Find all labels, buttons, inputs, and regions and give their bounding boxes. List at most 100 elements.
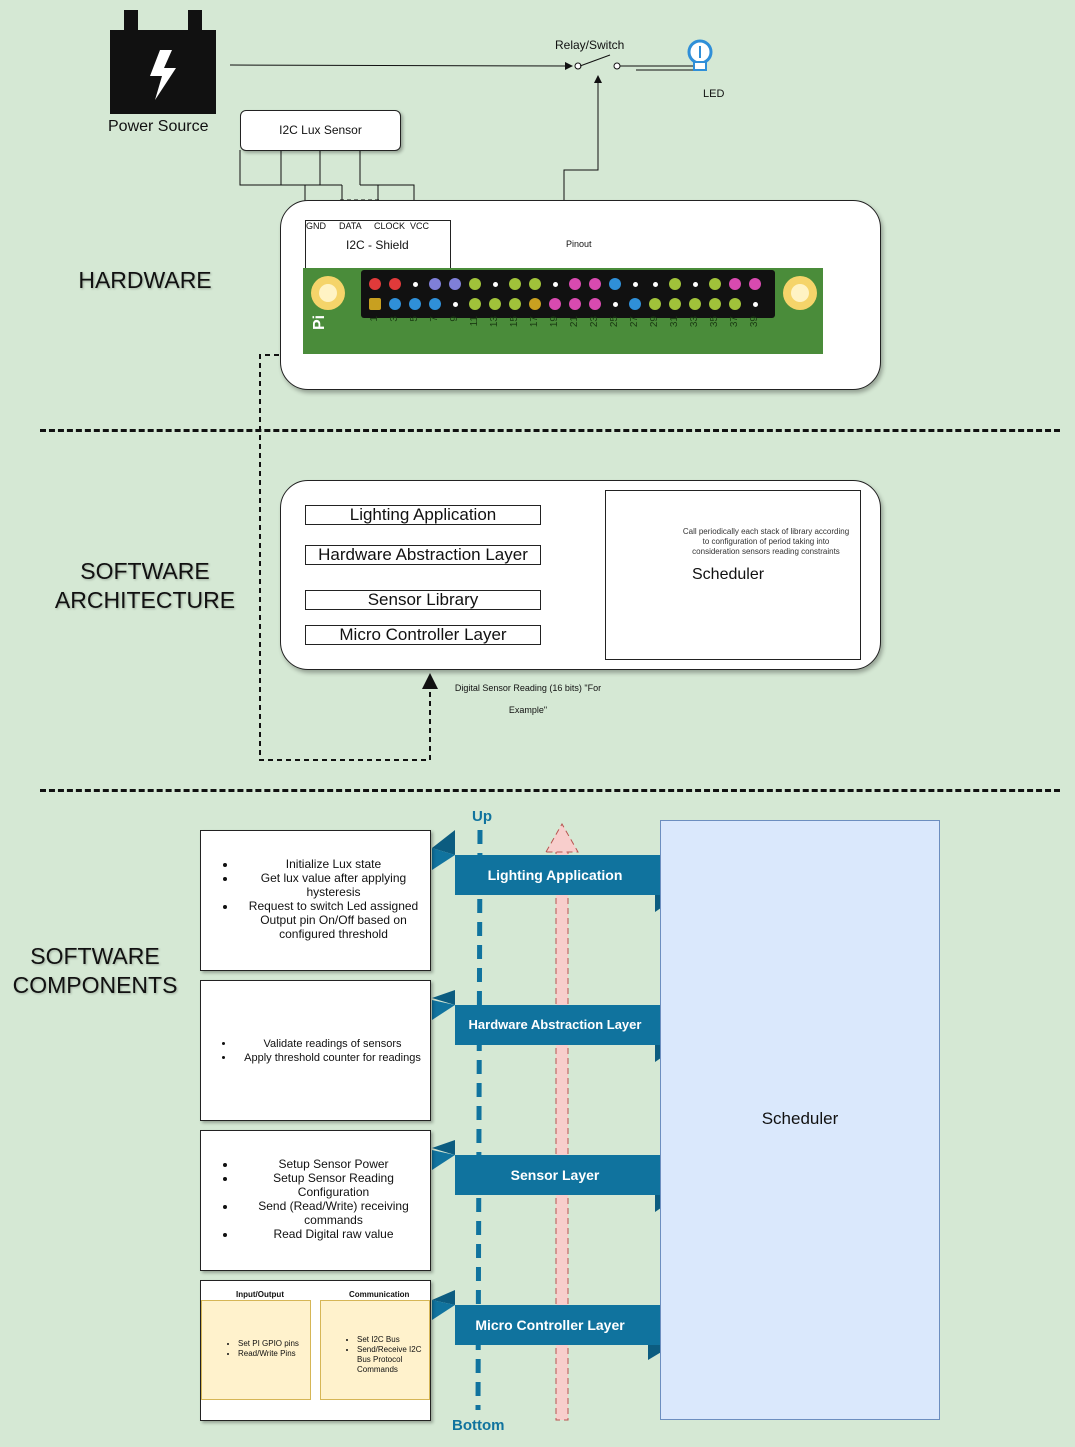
comp-title-line1: SOFTWARE — [30, 943, 160, 969]
components-scheduler-box: Scheduler — [660, 820, 940, 1420]
gpio-pin — [452, 301, 458, 307]
arch-scheduler-label: Scheduler — [692, 566, 765, 583]
pin-number: 37 — [729, 316, 740, 328]
gpio-pin — [552, 281, 558, 287]
section-divider-1 — [40, 429, 1060, 432]
pin-number: 13 — [489, 316, 500, 328]
sensor-notes-box: Setup Sensor Power Setup Sensor Reading … — [200, 1130, 431, 1271]
hal-item: Validate readings of sensors — [235, 1037, 430, 1051]
relay-label: Relay/Switch — [555, 38, 625, 52]
pin-number: 31 — [669, 316, 680, 328]
gpio-pin — [509, 298, 521, 310]
banner-micro-controller-layer: Micro Controller Layer — [475, 1317, 625, 1333]
gpio-pin — [389, 278, 401, 290]
pinout-label: Pinout — [566, 239, 592, 249]
gpio-pin — [509, 278, 521, 290]
lighting-notes-list: Initialize Lux state Get lux value after… — [201, 857, 430, 941]
arch-title-line1: SOFTWARE — [80, 558, 210, 584]
power-source-label: Power Source — [108, 118, 209, 135]
gpio-pin — [412, 281, 418, 287]
pin-number: 1 — [369, 316, 380, 322]
pink-up-arrow — [545, 822, 579, 1421]
pin-number: 39 — [749, 316, 760, 328]
io-title: Input/Output — [236, 1290, 284, 1299]
gpio-pin — [709, 298, 721, 310]
pin-number: 7 — [429, 316, 440, 322]
software-architecture-title: SOFTWARE ARCHITECTURE — [40, 557, 250, 615]
pin-gnd: GND — [306, 221, 326, 231]
pin-number: 29 — [649, 316, 660, 328]
gpio-pin — [469, 298, 481, 310]
banner-shapes — [432, 830, 680, 1360]
gpio-pin — [709, 278, 721, 290]
hal-item: Apply threshold counter for readings — [235, 1051, 430, 1065]
gpio-pin — [529, 298, 541, 310]
pin-number: 15 — [509, 316, 520, 328]
gpio-pin — [569, 298, 581, 310]
gpio-pin — [369, 278, 381, 290]
mcu-notes-box: Input/Output Communication Set PI GPIO p… — [200, 1280, 431, 1421]
arch-lighting-application: Lighting Application — [305, 505, 541, 525]
relay-switch-icon — [574, 54, 621, 70]
i2c-shield-label: I2C - Shield — [346, 238, 409, 252]
gpio-pin — [389, 298, 401, 310]
banner-sensor-layer: Sensor Layer — [510, 1167, 600, 1183]
lighting-notes-box: Initialize Lux state Get lux value after… — [200, 830, 431, 971]
comm-item: Set I2C Bus — [357, 1335, 429, 1345]
gpio-pin — [409, 298, 421, 310]
scheduler-note: Call periodically each stack of library … — [682, 527, 850, 556]
gpio-pin — [669, 278, 681, 290]
mount-hole-right — [783, 276, 817, 310]
io-sticky: Set PI GPIO pins Read/Write Pins — [201, 1300, 311, 1400]
lighting-item: Get lux value after applying hysteresis — [237, 871, 430, 899]
gpio-pin — [489, 298, 501, 310]
io-list: Set PI GPIO pins Read/Write Pins — [202, 1339, 310, 1359]
gpio-pin — [729, 298, 741, 310]
gpio-pin — [589, 278, 601, 290]
gpio-pin — [652, 281, 658, 287]
i2c-shield-box: GND DATA CLOCK VCC I2C - Shield — [305, 220, 451, 270]
gpio-header — [361, 270, 775, 318]
arch-scheduler-box: Call periodically each stack of library … — [605, 490, 861, 660]
sensor-item: Read Digital raw value — [237, 1227, 430, 1241]
arch-micro-controller-layer: Micro Controller Layer — [305, 625, 541, 645]
pin-number: 5 — [409, 316, 420, 322]
gpio-pin — [649, 298, 661, 310]
pin-vcc: VCC — [410, 221, 430, 231]
gpio-pin — [429, 278, 441, 290]
sensor-notes-list: Setup Sensor Power Setup Sensor Reading … — [201, 1157, 430, 1241]
banner-lighting-application: Lighting Application — [487, 867, 623, 883]
section-divider-2 — [40, 789, 1060, 792]
gpio-pin — [529, 278, 541, 290]
software-components-title: SOFTWARE COMPONENTS — [0, 942, 190, 1000]
hal-notes-list: Validate readings of sensors Apply thres… — [201, 1037, 430, 1065]
gpio-pin — [469, 278, 481, 290]
gpio-pin — [612, 301, 618, 307]
gpio-pin — [689, 298, 701, 310]
pin-number: 9 — [449, 316, 460, 322]
lux-sensor-box: I2C Lux Sensor — [240, 110, 401, 151]
gpio-pin — [369, 298, 381, 310]
gpio-pin — [632, 281, 638, 287]
hardware-title: HARDWARE — [78, 267, 212, 293]
gpio-pin — [692, 281, 698, 287]
comp-title-line2: COMPONENTS — [12, 972, 178, 998]
gpio-pin — [749, 278, 761, 290]
comm-list: Set I2C Bus Send/Receive I2C Bus Protoco… — [321, 1335, 429, 1375]
gpio-pin — [609, 278, 621, 290]
pi-label: Pi — [311, 314, 328, 330]
sensor-item: Setup Sensor Power — [237, 1157, 430, 1171]
pin-number: 25 — [609, 316, 620, 328]
sensor-item: Send (Read/Write) receiving commands — [237, 1199, 430, 1227]
up-label: Up — [472, 808, 492, 825]
gpio-pin — [729, 278, 741, 290]
sensor-reading-note: Digital Sensor Reading (16 bits) "For Ex… — [454, 683, 602, 715]
banner-hardware-abstraction-layer: Hardware Abstraction Layer — [468, 1017, 642, 1032]
power-wire — [229, 61, 573, 70]
mount-hole-left — [311, 276, 345, 310]
pin-number: 17 — [529, 316, 540, 328]
pin-number: 19 — [549, 316, 560, 328]
sensor-reading-path — [259, 354, 438, 761]
